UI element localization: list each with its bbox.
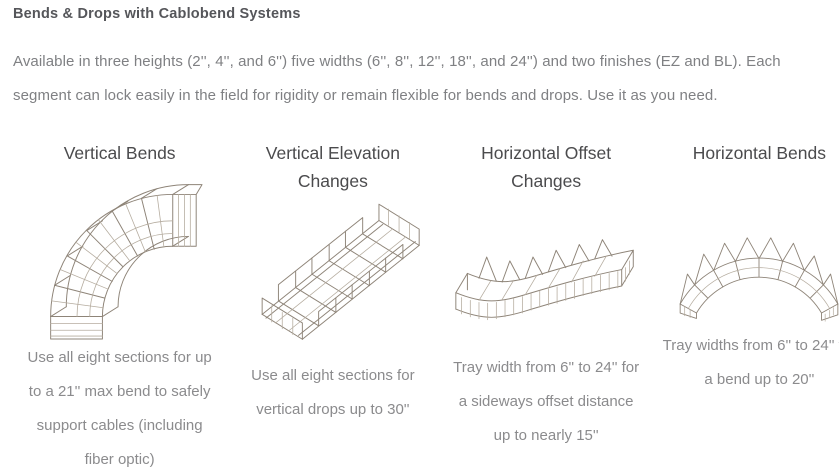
column-title-vertical-elevation: Vertical Elevation Changes xyxy=(265,143,400,191)
feature-column-horizontal-offset: Horizontal Offset Changes xyxy=(440,139,653,471)
horizontal-offset-illustration xyxy=(450,231,642,339)
sloped-tray-icon xyxy=(261,203,420,340)
feature-column-vertical-elevation: Vertical Elevation Changes xyxy=(226,139,439,471)
horizontal-bends-illustration xyxy=(665,207,839,323)
column-title-horizontal-bends: Horizontal Bends xyxy=(692,143,827,163)
feature-columns: Vertical Bends xyxy=(13,139,839,471)
column-caption-vertical-bends: Use all eight sections for up to a 21'' … xyxy=(27,349,212,468)
column-caption-horizontal-bends: Tray widths from 6'' to 24'' for a bend … xyxy=(662,337,839,388)
vertical-elevation-illustration xyxy=(243,201,423,353)
vertical-bend-tray-icon xyxy=(49,184,203,340)
column-title-vertical-bends: Vertical Bends xyxy=(63,143,176,163)
column-caption-vertical-elevation: Use all eight sections for vertical drop… xyxy=(251,367,415,418)
column-caption-horizontal-offset: Tray width from 6'' to 24'' for a sidewa… xyxy=(453,359,640,444)
column-title-horizontal-offset: Horizontal Offset Changes xyxy=(481,143,612,191)
vertical-bends-illustration xyxy=(36,169,204,341)
intro-paragraph: Available in three heights (2'', 4'', an… xyxy=(13,53,781,104)
section-heading: Bends & Drops with Cablobend Systems xyxy=(13,6,301,22)
fan-arc-tray-icon xyxy=(680,237,839,322)
s-curve-tray-icon xyxy=(455,239,634,321)
feature-column-horizontal-bends: Horizontal Bends xyxy=(653,139,839,471)
feature-column-vertical-bends: Vertical Bends xyxy=(13,139,226,471)
